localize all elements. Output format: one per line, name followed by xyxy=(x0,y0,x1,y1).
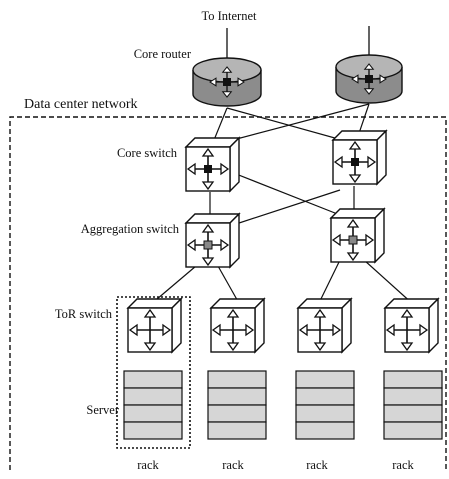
server-stack-1 xyxy=(123,370,183,440)
server-stack-4 xyxy=(383,370,443,440)
core-router-left xyxy=(192,57,262,107)
tor-switch-3 xyxy=(297,298,352,353)
rack-label-4: rack xyxy=(392,458,414,472)
core-switch-label: Core switch xyxy=(117,146,178,160)
rack-highlight-box xyxy=(116,296,191,449)
tor-switch-label: ToR switch xyxy=(55,307,113,321)
rack-label-3: rack xyxy=(306,458,328,472)
to-internet-label: To Internet xyxy=(201,9,257,23)
tor-switch-4 xyxy=(384,298,439,353)
core-router-label: Core router xyxy=(134,47,192,61)
aggregation-switch-left xyxy=(185,213,240,268)
core-switch-right xyxy=(332,130,387,185)
aggregation-switch-right xyxy=(330,208,385,263)
data-center-boundary xyxy=(9,116,447,470)
server-stack-3 xyxy=(295,370,355,440)
tor-switch-2 xyxy=(210,298,265,353)
core-router-right xyxy=(335,54,403,104)
tor-switch-1 xyxy=(127,298,182,353)
server-stack-2 xyxy=(207,370,267,440)
rack-label-1: rack xyxy=(137,458,159,472)
data-center-network-label: Data center network xyxy=(24,97,138,112)
core-switch-left xyxy=(185,137,240,192)
server-label: Server xyxy=(86,403,119,417)
aggregation-switch-label: Aggregation switch xyxy=(81,222,180,236)
rack-label-2: rack xyxy=(222,458,244,472)
